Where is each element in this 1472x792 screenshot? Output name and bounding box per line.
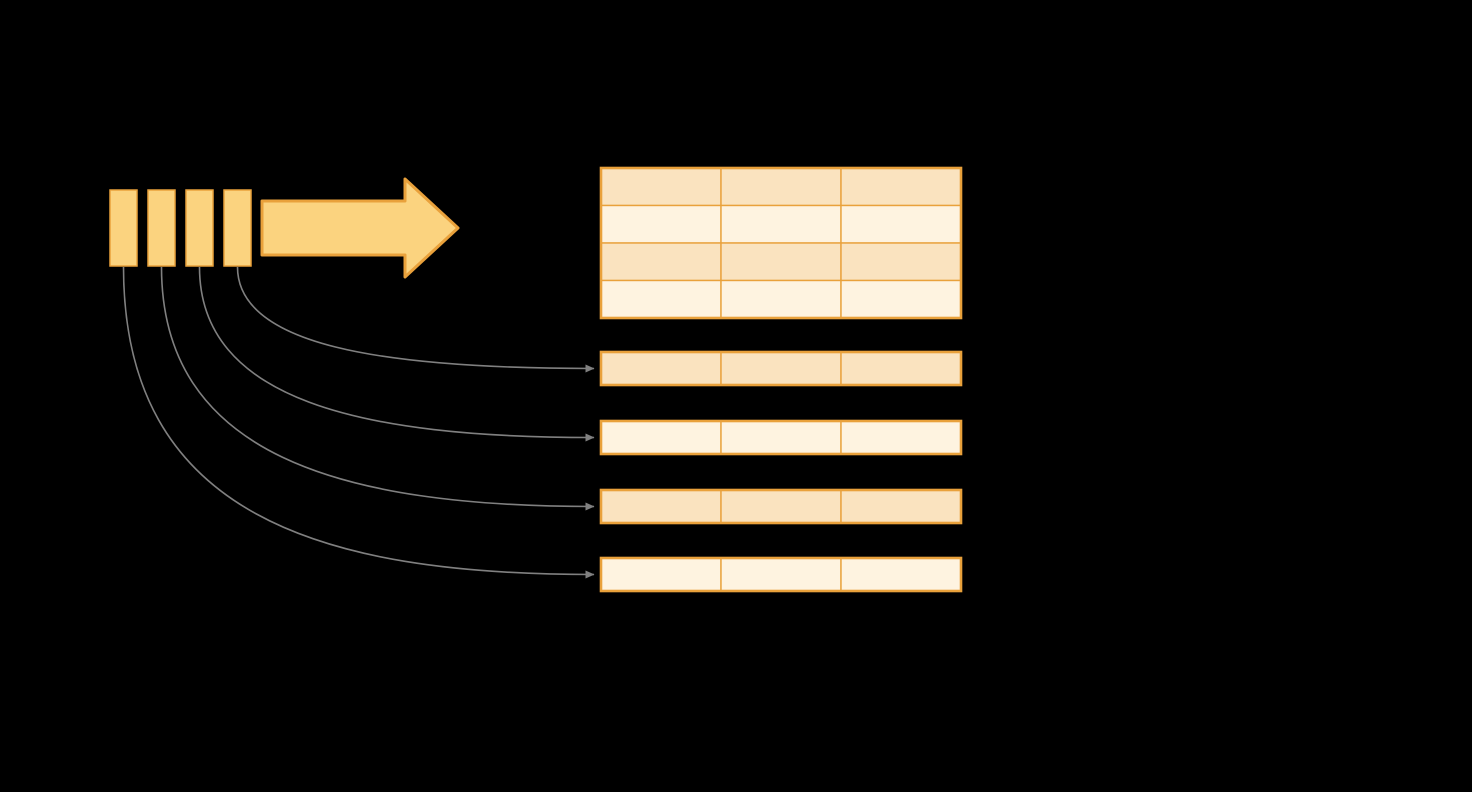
stream-bar-2 bbox=[147, 189, 176, 267]
connectors bbox=[122, 266, 595, 579]
main-table-cell bbox=[840, 279, 962, 319]
row-table-3 bbox=[599, 488, 963, 525]
row-table-cell bbox=[720, 420, 842, 455]
row-table-cell bbox=[720, 351, 842, 386]
row-table-cell bbox=[840, 557, 962, 592]
main-table-cell bbox=[840, 167, 962, 207]
connector-bar1-to-row-table-4 bbox=[122, 266, 595, 579]
row-table-1 bbox=[599, 350, 963, 387]
stream-bar-3 bbox=[185, 189, 214, 267]
row-table-cell bbox=[600, 420, 722, 455]
connector-bar4-to-row-table-1 bbox=[236, 266, 595, 373]
row-table-cell bbox=[600, 489, 722, 524]
row-table-cell bbox=[720, 557, 842, 592]
flow-arrow-icon bbox=[260, 177, 460, 279]
row-table-cell bbox=[600, 351, 722, 386]
main-table-cell bbox=[840, 204, 962, 244]
main-table-border bbox=[599, 166, 963, 320]
main-table-cell bbox=[600, 167, 722, 207]
connector-bar3-to-row-table-2 bbox=[198, 266, 595, 442]
main-table bbox=[599, 166, 963, 320]
connector-bar2-to-row-table-3 bbox=[160, 266, 595, 511]
row-table-cell bbox=[840, 420, 962, 455]
row-table-2 bbox=[599, 419, 963, 456]
input-stream bbox=[109, 189, 252, 267]
row-table-cell bbox=[720, 489, 842, 524]
main-table-cell bbox=[840, 242, 962, 282]
row-table-1-border bbox=[599, 350, 963, 387]
stream-bar-1 bbox=[109, 189, 138, 267]
row-table-4 bbox=[599, 556, 963, 593]
main-table-cell bbox=[600, 242, 722, 282]
main-table-cell bbox=[720, 167, 842, 207]
main-table-cell bbox=[720, 279, 842, 319]
row-table-cell bbox=[840, 489, 962, 524]
main-table-cell bbox=[600, 279, 722, 319]
row-table-cell bbox=[600, 557, 722, 592]
row-table-2-border bbox=[599, 419, 963, 456]
stream-bar-4 bbox=[223, 189, 252, 267]
row-table-4-border bbox=[599, 556, 963, 593]
row-table-cell bbox=[840, 351, 962, 386]
main-table-cell bbox=[720, 242, 842, 282]
main-table-cell bbox=[720, 204, 842, 244]
main-table-cell bbox=[600, 204, 722, 244]
row-table-3-border bbox=[599, 488, 963, 525]
